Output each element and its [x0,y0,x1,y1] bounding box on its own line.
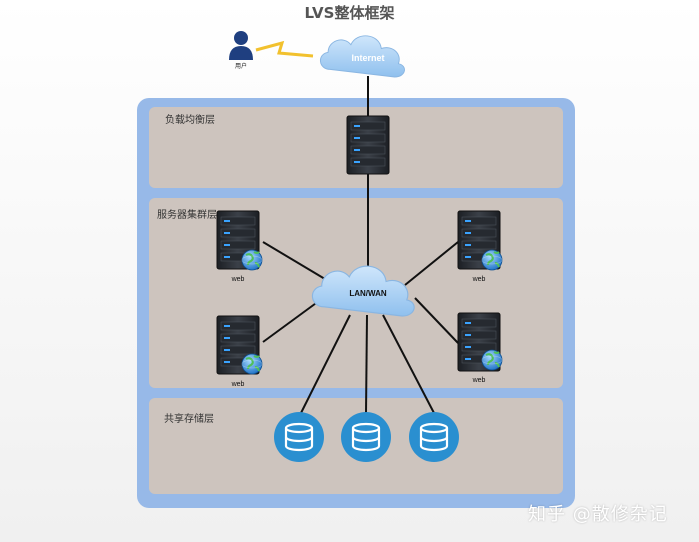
storage-3-icon [407,410,461,464]
user-icon [229,31,253,60]
globe-icon [241,353,263,375]
lan-to-storage1-link [300,314,351,414]
lan-to-web4-link [414,297,459,344]
web-server-label: web [231,381,245,388]
lan-to-web1-link [262,241,336,286]
storage-1-icon [272,410,326,464]
lan-to-web2-link [262,297,324,343]
web-server-label: web [472,276,486,283]
lan-to-web3-link [404,241,459,286]
lan-to-storage2-link [365,314,368,414]
internet-label: Internet [351,53,384,63]
load-balancer-layer-label: 负载均衡层 [165,115,215,126]
globe-icon [481,349,503,371]
storage-2-icon [339,410,393,464]
globe-icon [241,249,263,271]
lan-label: LAN/WAN [349,289,387,298]
lan-to-storage3-link [382,314,435,414]
watermark: 知乎 @散修杂记 [528,504,668,525]
load-balancer-server-icon [346,115,390,175]
web-server-label: web [231,276,245,283]
shared-storage-layer-label: 共享存储层 [164,414,214,425]
lightning-icon [255,40,314,58]
page-title: LVS整体框架 [304,4,395,22]
server-cluster-layer-label: 服务器集群层 [157,210,217,221]
user-label: 用户 [235,62,247,70]
web-server-label: web [472,377,486,384]
globe-icon [481,249,503,271]
